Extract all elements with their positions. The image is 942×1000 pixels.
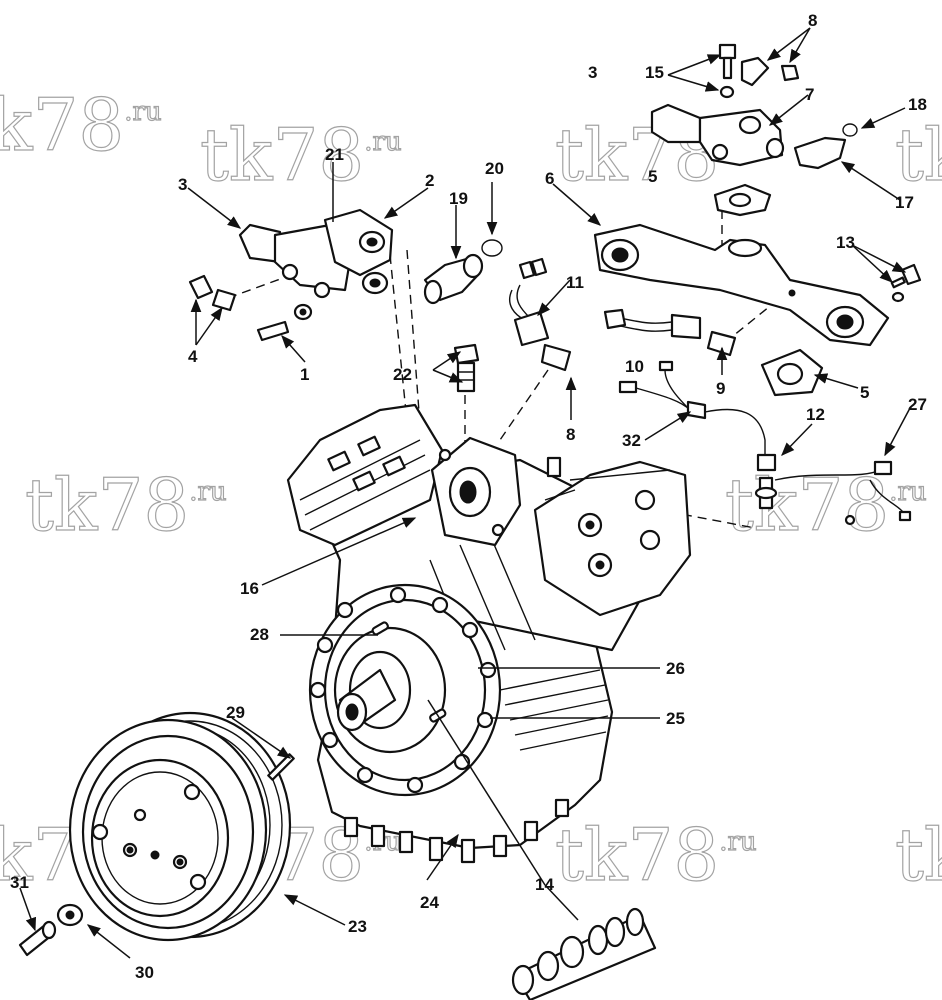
callout-9: 9 xyxy=(716,379,725,398)
callout-8: 8 xyxy=(566,425,575,444)
callout-14: 14 xyxy=(535,875,554,894)
callout-13: 13 xyxy=(836,233,855,252)
callout-26: 26 xyxy=(666,659,685,678)
o-ring xyxy=(842,123,858,137)
shaft-key xyxy=(267,753,295,781)
switch-connectors xyxy=(508,257,737,372)
sensor-wiring xyxy=(618,360,912,526)
watermark: tk78.ru xyxy=(200,113,402,197)
callout-5: 5 xyxy=(860,383,869,402)
fitting-22 xyxy=(453,343,480,393)
callout-23: 23 xyxy=(348,917,367,936)
callout-20: 20 xyxy=(485,159,504,178)
fitting-4 xyxy=(188,274,313,342)
callout-27: 27 xyxy=(908,395,927,414)
callout-28: 28 xyxy=(250,625,269,644)
o-ring xyxy=(481,239,503,257)
pulley-assembly xyxy=(18,711,295,957)
suction-manifold-left xyxy=(238,208,394,299)
callout-31: 31 xyxy=(10,873,29,892)
elbow-fitting-19 xyxy=(423,239,503,305)
callout-10: 10 xyxy=(625,357,644,376)
callout-1: 1 xyxy=(300,365,309,384)
callout-18: 18 xyxy=(908,95,927,114)
callout-3: 3 xyxy=(178,175,187,194)
callout-6: 6 xyxy=(545,169,554,188)
watermark: tk78.ru xyxy=(25,463,227,547)
callout-29: 29 xyxy=(226,703,245,722)
callout-25: 25 xyxy=(666,709,685,728)
callout-8: 8 xyxy=(808,11,817,30)
callout-12: 12 xyxy=(806,405,825,424)
callout-16: 16 xyxy=(240,579,259,598)
leader-lines xyxy=(19,27,911,959)
watermark: tk78.ru xyxy=(555,813,757,897)
callout-15: 15 xyxy=(645,63,664,82)
oil-pan-bolts xyxy=(343,798,570,864)
callout-30: 30 xyxy=(135,963,154,982)
callout-11: 11 xyxy=(566,273,584,292)
callout-2: 2 xyxy=(425,171,434,190)
callout-32: 32 xyxy=(622,431,641,450)
bearing-plate-bolts xyxy=(309,586,497,794)
bolt-13 xyxy=(890,263,922,303)
callout-21: 21 xyxy=(325,145,344,164)
compressor-body xyxy=(286,403,692,864)
callout-19: 19 xyxy=(449,189,468,208)
watermark: tk78 xyxy=(895,813,942,897)
watermark: tk78 xyxy=(895,113,942,197)
callout-4: 4 xyxy=(188,347,198,366)
callout-3: 3 xyxy=(588,63,597,82)
callout-numbers: 1 2 3 3 4 5 5 6 7 8 8 9 10 11 12 13 14 1… xyxy=(10,11,927,982)
callout-5: 5 xyxy=(648,167,657,186)
callout-17: 17 xyxy=(895,193,914,212)
callout-22: 22 xyxy=(393,365,412,384)
discharge-manifold-right xyxy=(593,223,890,397)
discharge-tee-assembly xyxy=(650,43,858,217)
shaft-seal-parts xyxy=(511,907,657,1000)
watermark: tk78.ru xyxy=(725,463,927,547)
callout-24: 24 xyxy=(420,893,439,912)
callout-7: 7 xyxy=(805,85,814,104)
watermark: tk78.ru xyxy=(0,83,162,167)
